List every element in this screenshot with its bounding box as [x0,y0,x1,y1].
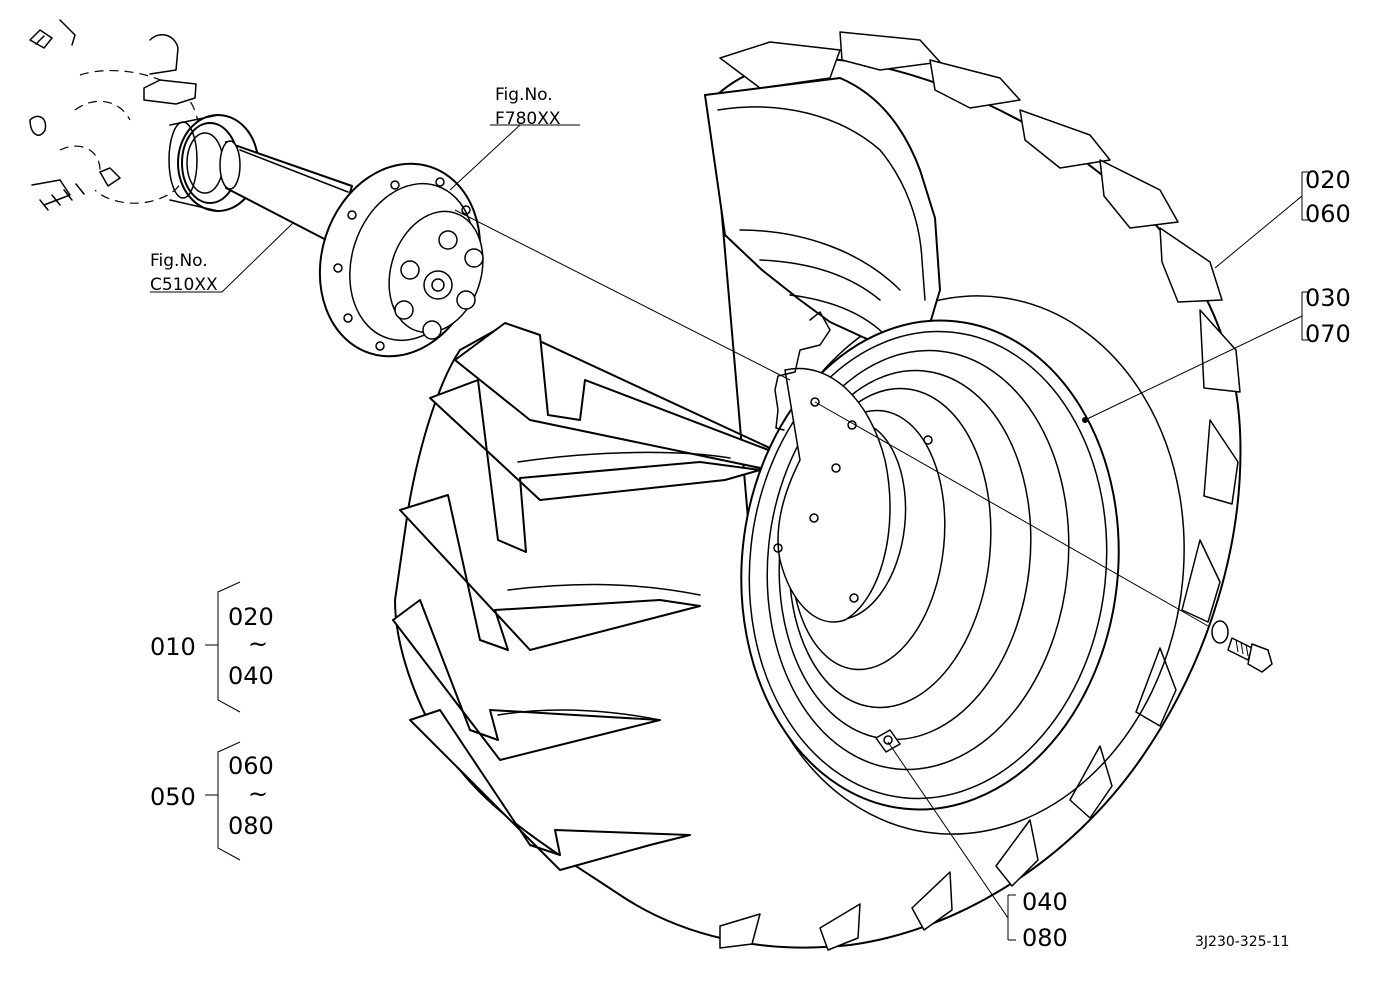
group-050-from: 060 [228,752,274,780]
callout-080[interactable]: 080 [1022,924,1068,952]
axle-shaft-icon [219,140,353,245]
fig-ref-f780xx-code: F780XX [495,109,561,129]
tire-valve-icon [875,729,901,753]
group-010-from: 020 [228,603,274,631]
fig-ref-c510xx-code: C510XX [150,275,218,295]
group-050-tilde: ~ [248,780,268,808]
callout-030[interactable]: 030 [1305,284,1351,312]
hub-stud-icon [394,230,484,340]
leader-lines [150,124,1310,941]
fig-ref-f780xx-prefix: Fig.No. [495,85,553,105]
callout-060[interactable]: 060 [1305,200,1351,228]
wheel-rim-icon [740,311,1120,811]
fig-ref-c510xx[interactable]: Fig.No. C510XX [150,251,218,295]
group-050: 050 060 ~ 080 [150,752,274,840]
hex-bolt-icon [1211,620,1273,673]
group-010-tilde: ~ [248,630,268,658]
fig-ref-c510xx-prefix: Fig.No. [150,251,208,271]
group-050-id[interactable]: 050 [150,783,196,811]
group-010-id[interactable]: 010 [150,633,196,661]
drawing-code: 3J230-325-11 [1195,934,1289,950]
group-010: 010 020 ~ 040 [150,603,274,690]
callout-020[interactable]: 020 [1305,166,1351,194]
group-050-to: 080 [228,812,274,840]
callout-040[interactable]: 040 [1022,888,1068,916]
fig-ref-f780xx[interactable]: Fig.No. F780XX [495,85,561,129]
callout-070[interactable]: 070 [1305,320,1351,348]
group-010-to: 040 [228,662,274,690]
tire-cutaway-icon [704,77,941,351]
wheel-hub-icon [318,162,484,358]
